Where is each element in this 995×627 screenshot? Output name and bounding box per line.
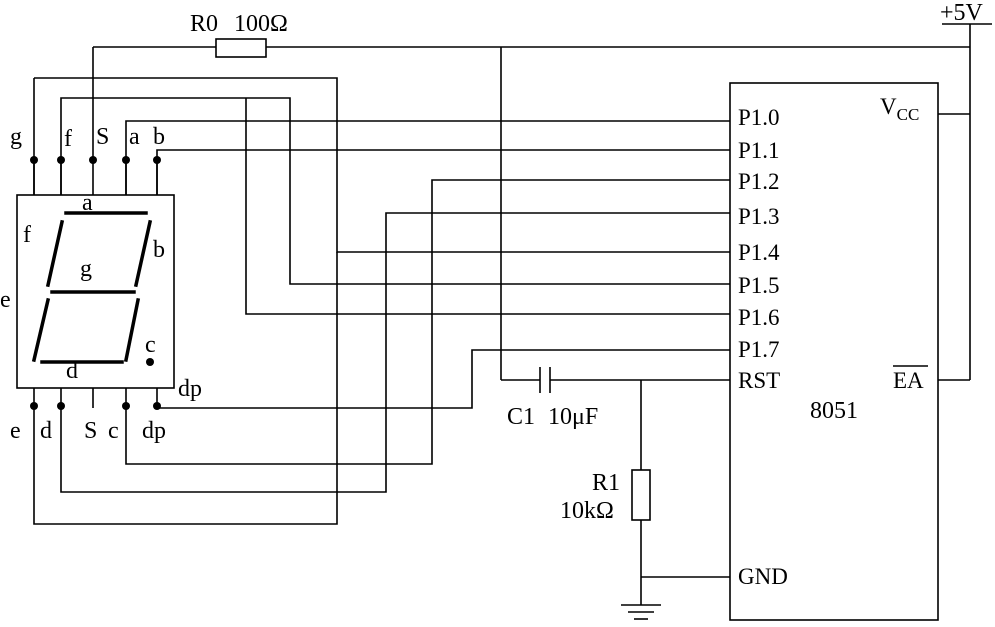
r0-branch: R0 100Ω — [92, 11, 970, 380]
seg-label-e: e — [0, 287, 11, 313]
pin-dot — [153, 156, 161, 164]
bottom-pin-e: e — [10, 418, 21, 444]
seg-label-a: a — [82, 190, 93, 216]
pin-p1-7: P1.7 — [738, 337, 780, 362]
wire-d — [60, 212, 730, 493]
pin-dot — [122, 156, 130, 164]
mcu-name: 8051 — [810, 398, 858, 424]
r1-value: 10kΩ — [560, 498, 614, 524]
seg-label-d: d — [66, 358, 78, 384]
pin-p1-3: P1.3 — [738, 204, 780, 229]
r0-name: R0 — [190, 11, 218, 37]
wire-b — [156, 149, 730, 195]
bottom-pin-d: d — [40, 418, 52, 444]
segment-c — [123, 297, 141, 363]
pin-p1-0: P1.0 — [738, 105, 780, 130]
display-body — [16, 194, 175, 389]
pin-dot — [57, 402, 65, 410]
top-pin-b: b — [153, 124, 165, 150]
pin-ea: EA — [893, 368, 924, 393]
segment-f — [45, 219, 65, 288]
wire-c — [125, 179, 730, 465]
wire-g — [34, 77, 730, 253]
supply-label: +5V — [940, 0, 984, 26]
segment-dp — [146, 358, 154, 366]
c1-value: 10μF — [548, 404, 598, 430]
segment-b — [133, 219, 153, 288]
wire-dp — [156, 349, 730, 409]
power-supply: +5V — [938, 0, 992, 381]
pin-dot — [30, 156, 38, 164]
pin-dot — [122, 402, 130, 410]
pin-p1-4: P1.4 — [738, 240, 780, 265]
top-pin-g: g — [10, 124, 22, 150]
mcu-8051: 8051 P1.0 P1.1 P1.2 P1.3 P1.4 P1.5 P1.6 … — [729, 82, 939, 621]
top-pin-s: S — [96, 124, 109, 150]
pin-dot — [89, 156, 97, 164]
seg-label-b: b — [153, 237, 165, 263]
top-pin-f: f — [64, 126, 72, 152]
bottom-pin-s: S — [84, 418, 97, 444]
seven-segment-display: a b c d e f g dp g f S a b e d S c dp — [0, 124, 202, 444]
wire-a — [125, 120, 730, 195]
pin-p1-1: P1.1 — [738, 138, 780, 163]
c1-name: C1 — [507, 404, 535, 430]
bottom-pin-dp: dp — [142, 418, 166, 444]
top-pin-a: a — [129, 124, 140, 150]
wire-f — [60, 97, 730, 285]
wire-p1-6 — [245, 98, 730, 315]
pin-dot — [30, 402, 38, 410]
r0-value: 100Ω — [234, 11, 288, 37]
r1-name: R1 — [592, 470, 620, 496]
reset-network: C1 10μF R1 10kΩ — [501, 367, 730, 620]
resistor-r1 — [631, 469, 651, 521]
wire-e — [33, 252, 338, 525]
mcu-body — [729, 82, 939, 621]
seg-label-c: c — [145, 332, 156, 358]
segment-e — [31, 297, 51, 363]
pin-p1-2: P1.2 — [738, 169, 780, 194]
pin-p1-6: P1.6 — [738, 305, 780, 330]
pin-dot — [57, 156, 65, 164]
seg-label-f: f — [23, 222, 31, 248]
pin-vcc: VCC — [880, 94, 919, 124]
seg-label-dp: dp — [178, 376, 202, 402]
ground-symbol — [621, 604, 661, 620]
pin-p1-5: P1.5 — [738, 273, 780, 298]
pin-rst: RST — [738, 368, 780, 393]
pin-gnd: GND — [738, 564, 788, 589]
bottom-pin-c: c — [108, 418, 119, 444]
pin-dot — [153, 402, 161, 410]
resistor-r0 — [215, 38, 267, 58]
seg-label-g: g — [80, 256, 92, 282]
